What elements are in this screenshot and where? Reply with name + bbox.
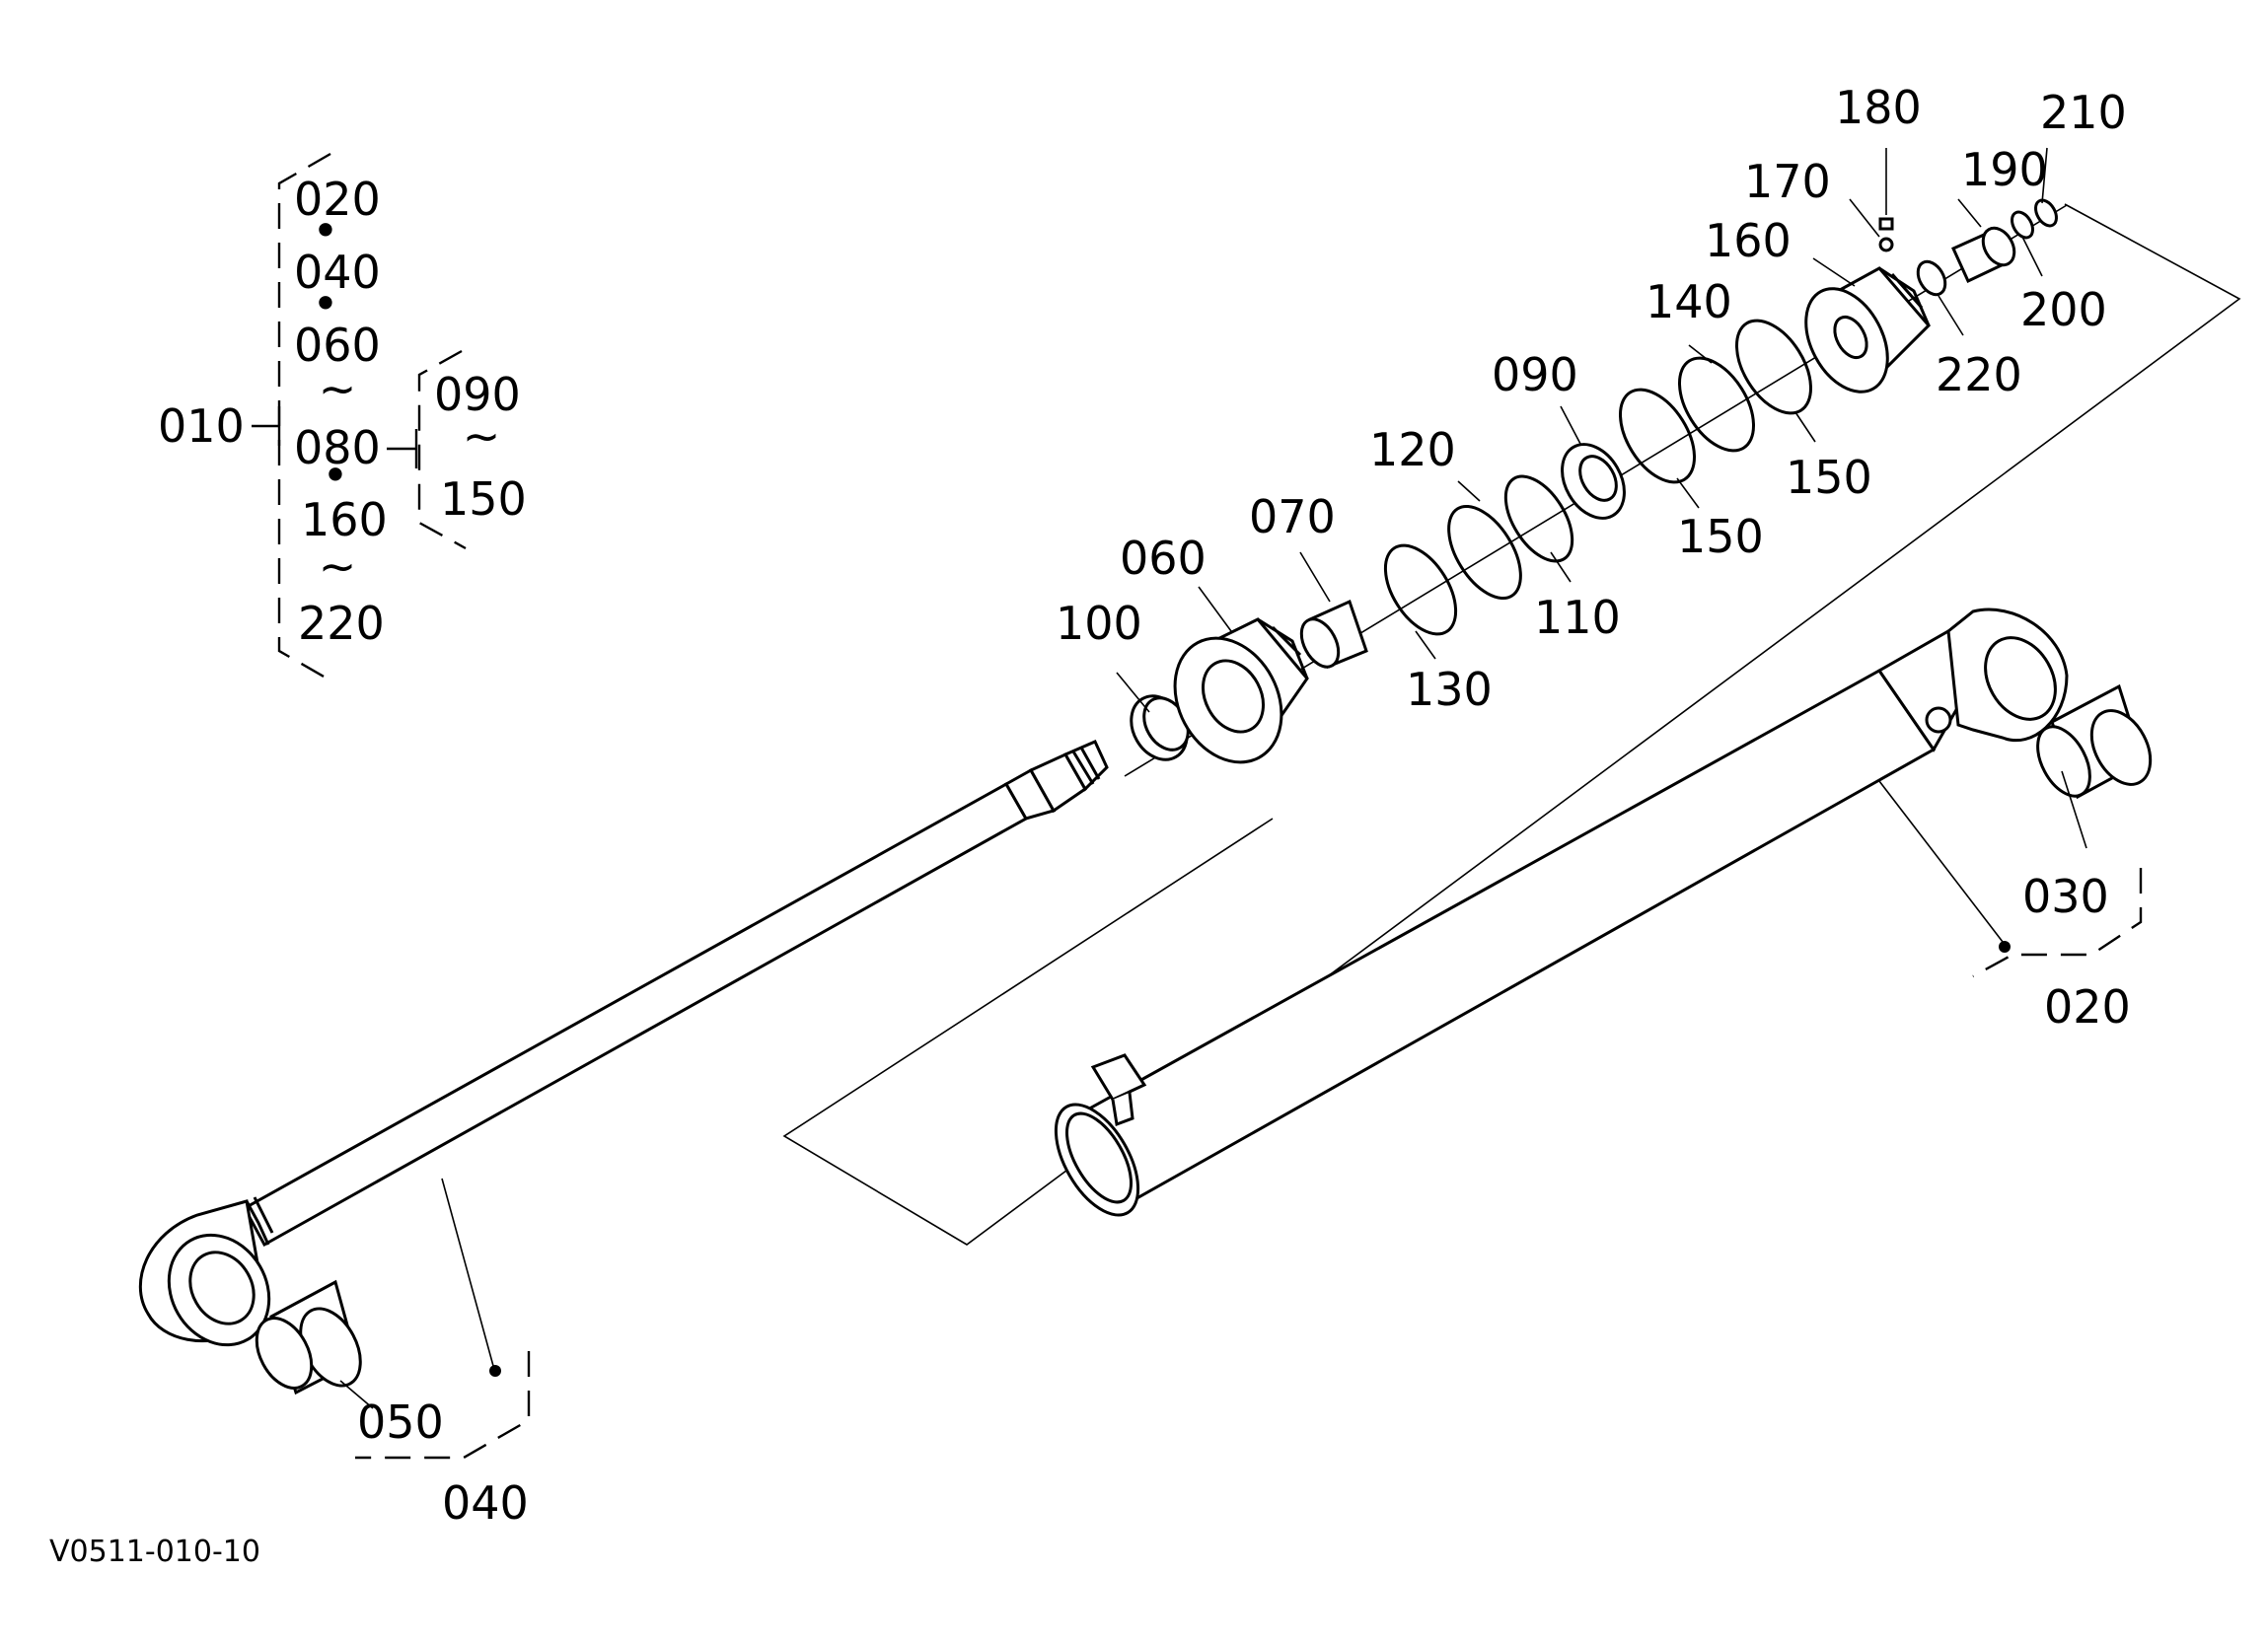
legend-a-item: 220 xyxy=(298,597,385,650)
part-220-ring xyxy=(1916,259,1947,297)
legend-a-sep: • xyxy=(322,449,348,502)
callout-110: 110 xyxy=(1534,591,1621,644)
legend-a-sep: • xyxy=(312,204,338,257)
legend-parent-number: 010 xyxy=(158,399,245,453)
bushing-030 xyxy=(2036,683,2153,800)
part-180-screw xyxy=(1878,217,1894,231)
legend-b-sep: ~ xyxy=(463,409,501,463)
part-090-seal xyxy=(1561,443,1626,520)
leader-lines xyxy=(339,147,2143,1460)
legend-a-item: 060 xyxy=(294,319,381,372)
callout-150-b: 150 xyxy=(1786,451,1872,504)
part-210-washer xyxy=(2034,198,2058,228)
callout-030: 030 xyxy=(2022,870,2109,923)
callout-100: 100 xyxy=(1056,597,1142,650)
legend-bracket-b xyxy=(417,349,467,550)
part-150-ring-b xyxy=(1734,319,1813,415)
callout-190: 190 xyxy=(1961,143,2048,196)
callout-170: 170 xyxy=(1744,155,1831,208)
callout-labels: 180 210 170 190 160 200 140 220 090 150 … xyxy=(357,81,2131,1530)
callout-090: 090 xyxy=(1492,348,1578,401)
part-190-collar xyxy=(1951,226,2016,284)
part-150-ring-a xyxy=(1618,388,1697,484)
part-130-ring xyxy=(1383,543,1458,636)
legend-a-item: 160 xyxy=(301,493,388,546)
legend-bracket-a xyxy=(277,152,331,682)
legend-a-item: 040 xyxy=(294,246,381,299)
drawing-code: V0511-010-10 xyxy=(49,1535,260,1569)
part-120-ring xyxy=(1447,504,1522,601)
legend-a-sep: ~ xyxy=(319,362,357,415)
callout-060: 060 xyxy=(1120,532,1207,585)
callout-210: 210 xyxy=(2040,86,2127,139)
part-140-ring xyxy=(1677,356,1756,453)
part-200-nut xyxy=(2011,210,2034,240)
legend-a-sep: ~ xyxy=(319,539,357,593)
callout-180: 180 xyxy=(1835,81,1922,134)
callout-150-a: 150 xyxy=(1677,510,1764,563)
part-070-bushing xyxy=(1299,599,1368,669)
callout-160: 160 xyxy=(1705,214,1792,267)
part-170-ball xyxy=(1878,237,1894,252)
piston-rod xyxy=(138,740,1109,1347)
legend-a-item: 080 xyxy=(294,421,381,474)
legend-a-item: 020 xyxy=(294,173,381,226)
cylinder-tube xyxy=(1054,608,2069,1217)
callout-020: 020 xyxy=(2044,980,2131,1034)
callout-050: 050 xyxy=(357,1396,444,1449)
bushing-050 xyxy=(255,1279,362,1396)
assembly-frame-line xyxy=(782,203,2241,1246)
callout-120: 120 xyxy=(1369,423,1456,476)
legend-b-item: 150 xyxy=(440,472,527,526)
part-160-piston xyxy=(1804,266,1932,394)
callout-140: 140 xyxy=(1646,275,1732,328)
callout-070: 070 xyxy=(1249,490,1336,543)
parts-group-legend: 010 020 • 040 • 060 ~ 080 • 160 ~ 220 09… xyxy=(158,152,527,682)
callout-220: 220 xyxy=(1936,348,2022,401)
callout-200: 200 xyxy=(2020,283,2107,336)
legend-b-item: 090 xyxy=(434,368,521,421)
callout-130: 130 xyxy=(1406,663,1493,716)
part-110-ring xyxy=(1503,474,1574,563)
callout-040: 040 xyxy=(442,1476,529,1530)
part-100-seal xyxy=(1130,694,1190,761)
part-060-rod-cover xyxy=(1173,617,1309,764)
legend-a-sep: • xyxy=(312,277,338,330)
